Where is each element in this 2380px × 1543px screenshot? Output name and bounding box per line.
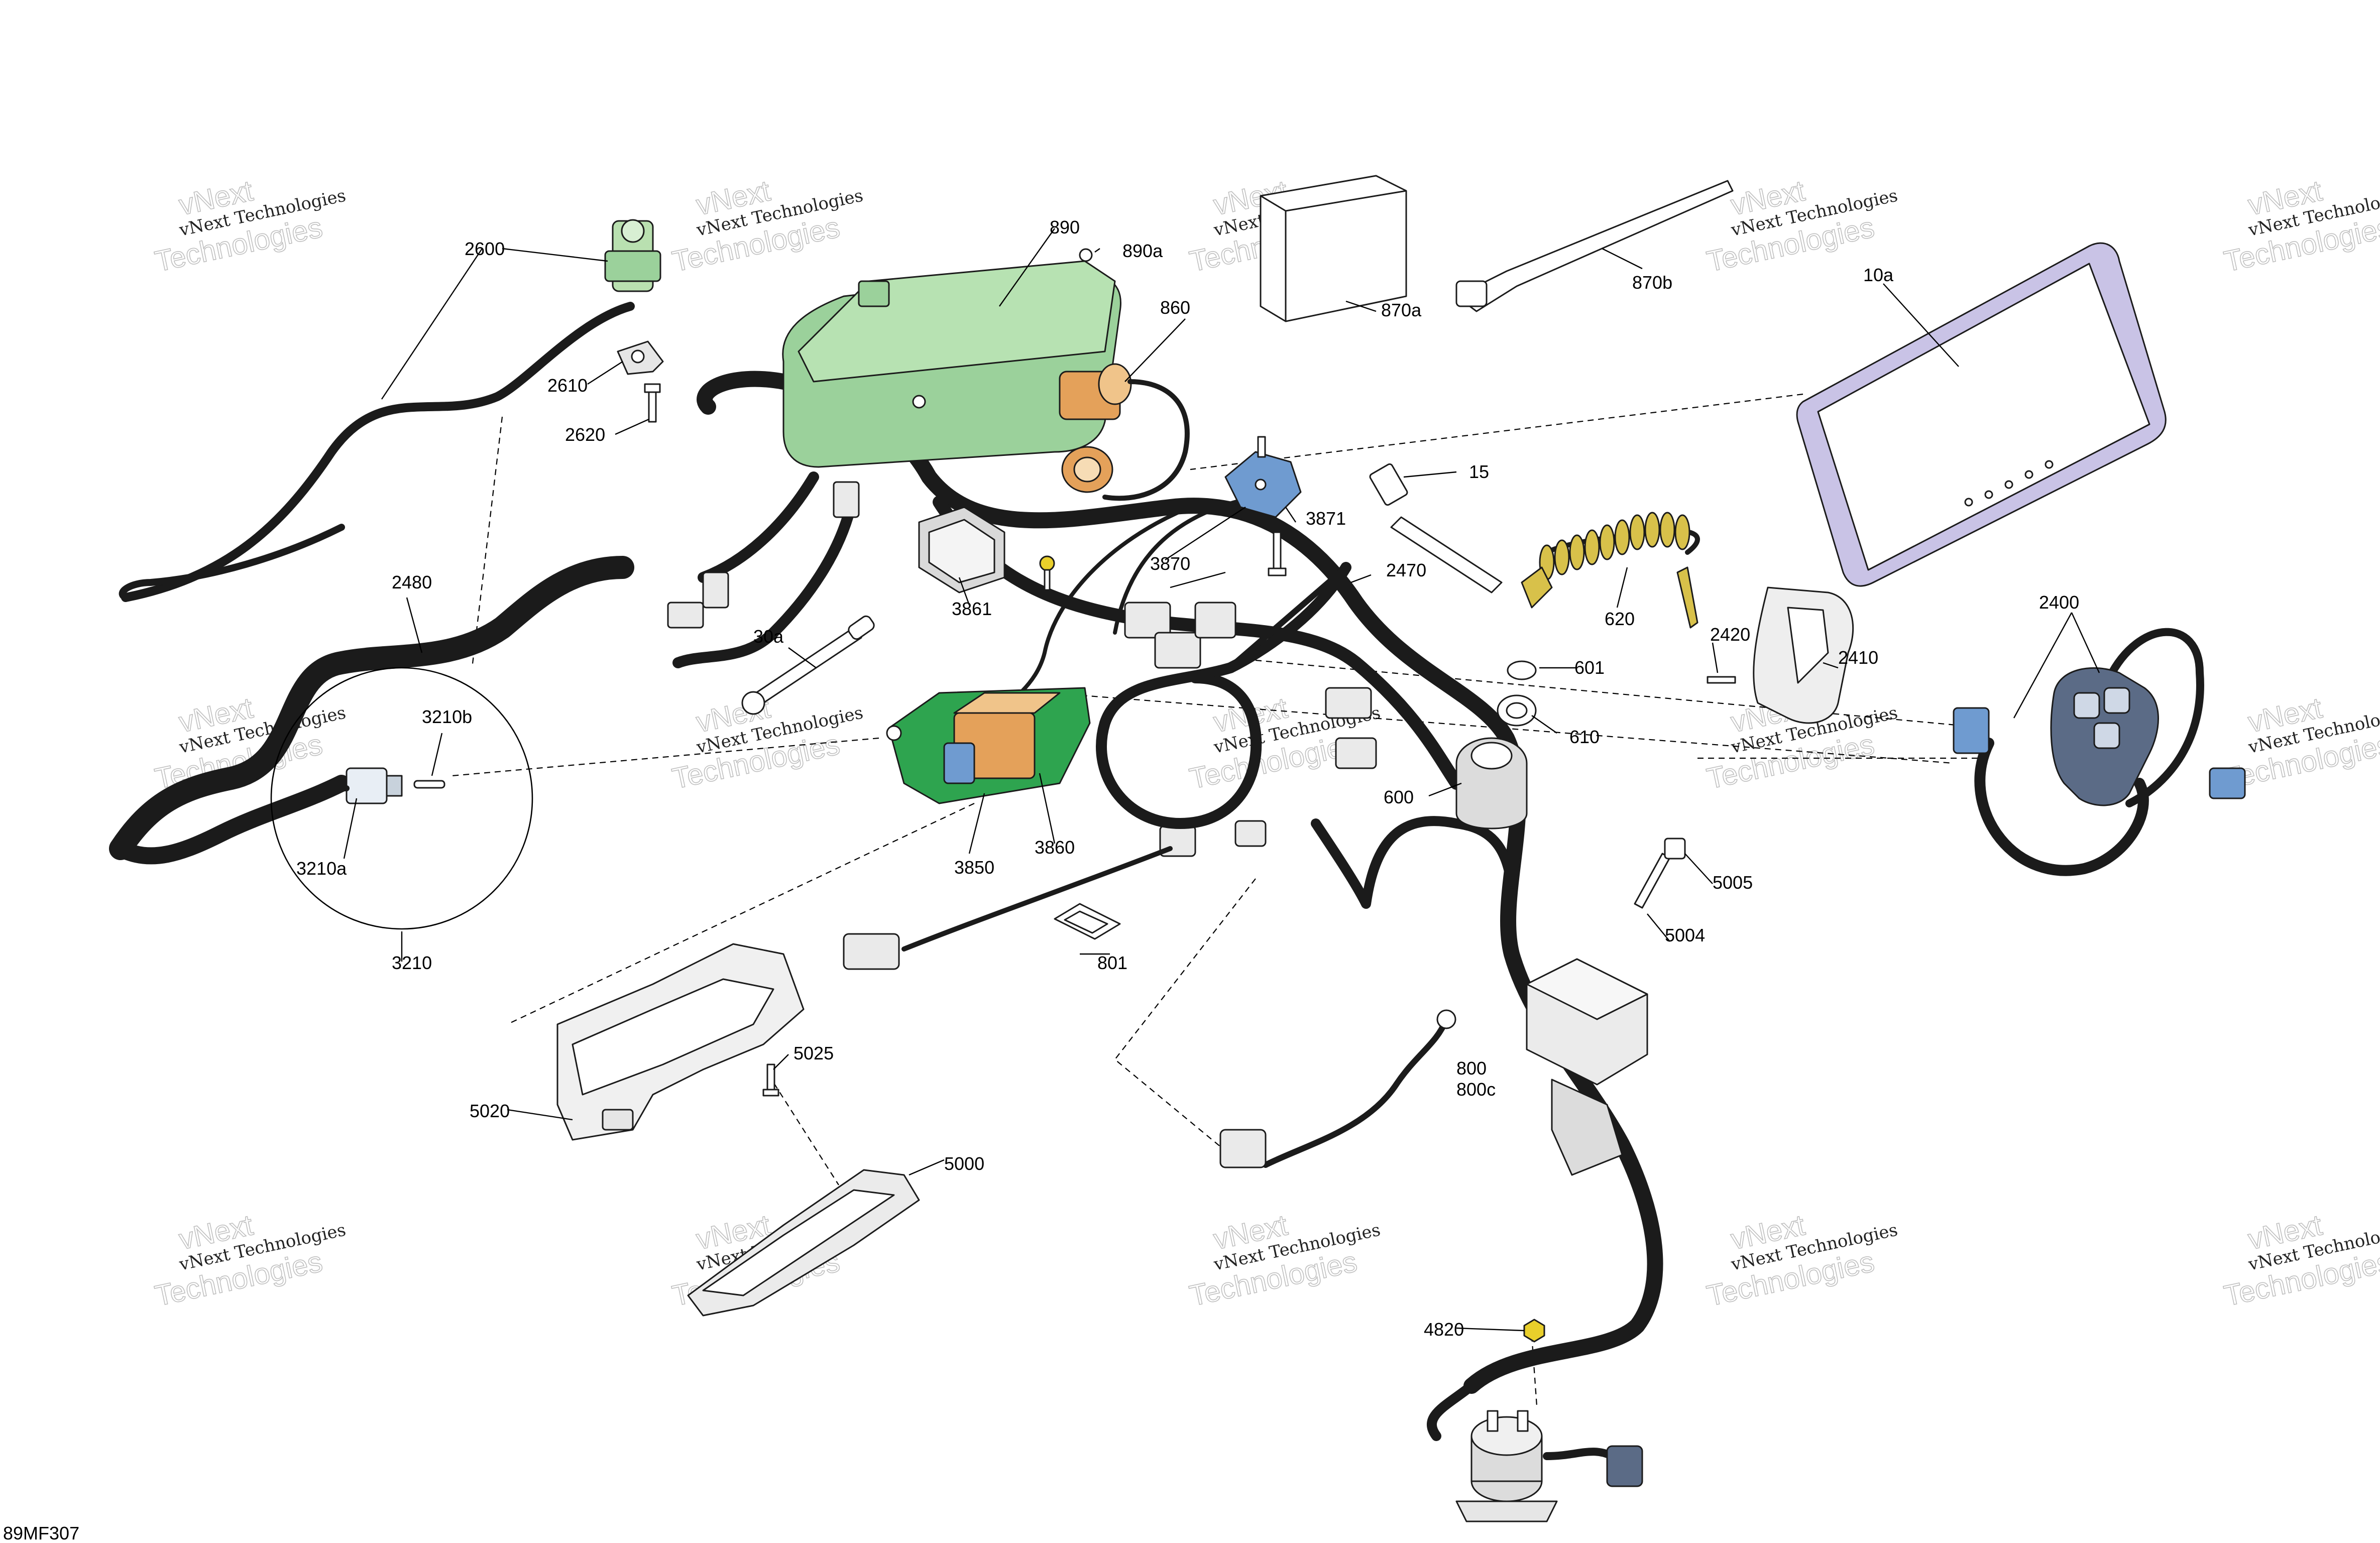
key-switch-600 [1455,737,1528,829]
label-800: 800 [1456,1058,1487,1079]
label-620: 620 [1605,609,1635,629]
label-600: 600 [1384,787,1414,807]
bolt-5004 [1634,853,1671,909]
screw-2420 [1707,676,1736,684]
label-3210b: 3210b [422,706,472,727]
watermark: vNext Technologies vNext Technologies [1704,174,1899,278]
label-2470: 2470 [1386,560,1426,580]
label-2620: 2620 [565,424,605,445]
nut-5005 [1664,838,1686,860]
label-5025: 5025 [794,1043,834,1063]
relay-3860 [943,692,1061,784]
sensor-3870 [1224,436,1302,518]
fuse-15 [1369,463,1503,594]
screw-890a [1079,248,1093,262]
cover-5000 [687,1169,920,1317]
label-870b: 870b [1632,272,1672,293]
label-3860: 3860 [1035,837,1075,858]
label-800c: 800c [1456,1079,1496,1100]
label-801: 801 [1097,953,1127,973]
watermark: vNext Technologies vNext Technologies [152,1208,348,1313]
connector-socket-860 [1061,446,1113,493]
label-30a: 30a [753,626,784,647]
label-3850: 3850 [954,857,994,878]
relay-860 [1059,363,1190,501]
label-2400: 2400 [2039,592,2079,613]
label-2600: 2600 [465,239,505,259]
connector-2600 [604,219,661,292]
label-870a: 870a [1381,300,1422,320]
label-890: 890 [1050,217,1080,238]
watermark: vNext Technologies vNext Technologies [1704,1208,1899,1313]
grommet-601 [1507,660,1537,680]
nut-4820 [1523,1319,1545,1343]
watermark: vNext Technologies vNext Technologies [669,174,865,278]
label-3871: 3871 [1306,508,1346,529]
bracket-5020 [556,943,805,1141]
label-5020: 5020 [470,1101,510,1121]
switch-module-2400 [1953,628,2246,876]
bracket-2410 [1753,586,1854,724]
callout-labels: 10a 15 30a 600 601 610 620 800 800c 801 … [296,217,2079,1340]
fuse-box [1526,958,1648,1176]
pad-870a [1260,175,1407,322]
sensor-30a [741,615,875,715]
display-10a [1796,242,2167,587]
label-890a: 890a [1122,241,1163,261]
detail-circle-3210 [270,667,533,930]
label-3210: 3210 [392,953,432,973]
ecu-connector-3861 [918,506,1005,594]
watermark: vNext Technologies vNext Technologies [2221,1208,2380,1313]
label-3870: 3870 [1150,553,1190,574]
clip-2610 [617,340,664,375]
label-10a: 10a [1863,265,1894,285]
label-601: 601 [1574,657,1605,678]
module-890 [782,260,1121,468]
screw-2620 [644,383,661,423]
label-5005: 5005 [1713,872,1753,893]
label-2480: 2480 [392,572,432,592]
label-4820: 4820 [1424,1319,1464,1340]
label-5004: 5004 [1665,925,1705,945]
label-610: 610 [1569,727,1600,747]
assembly-lines [451,393,1989,1406]
screw-3871 [1268,531,1287,576]
label-2610: 2610 [547,375,588,396]
watermark: vNext Technologies vNext Technologies [1186,1208,1382,1313]
coiled-cord-620 [1521,512,1700,629]
cable-tie-870b [1455,180,1734,312]
leader-lines [343,228,2100,1332]
label-3210a: 3210a [296,858,347,879]
label-15: 15 [1469,461,1489,482]
label-2420: 2420 [1710,624,1750,645]
gasket-801 [1054,903,1121,940]
screw-5025 [762,1063,779,1097]
screw-3861 [1039,555,1055,591]
label-3861: 3861 [952,599,992,619]
harness-2600 [119,302,635,602]
nut-610 [1497,694,1537,727]
solenoid [1427,1381,1643,1522]
label-860: 860 [1160,297,1190,318]
watermark: vNext Technologies vNext Technologies [152,174,348,278]
drawing-id: 89MF307 [3,1523,79,1543]
harness-800 [843,846,1456,1168]
wire-2470 [1096,562,1351,829]
watermark: vNext Technologies vNext Technologies [2221,174,2380,278]
label-5000: 5000 [944,1153,984,1174]
label-2410: 2410 [1838,647,1878,668]
